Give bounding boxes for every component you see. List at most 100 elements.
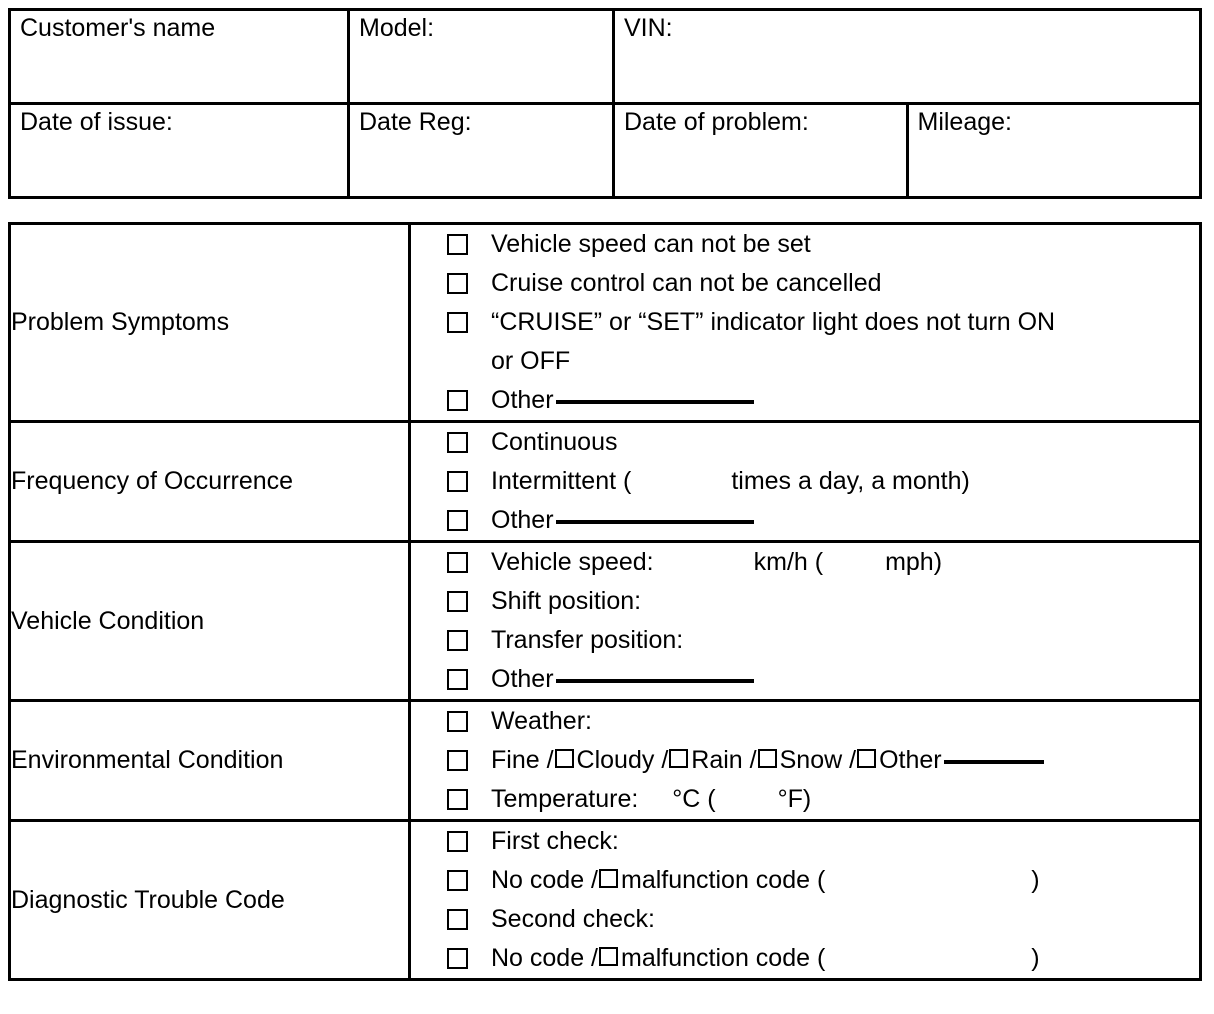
- checkbox-row-second-check-code[interactable]: No code / malfunction code (): [411, 939, 1199, 978]
- section-items-diagnostic-trouble-code: First check: No code / malfunction code (…: [408, 819, 1202, 981]
- malfunction-code-label: malfunction code (: [621, 944, 826, 972]
- checkbox-row-transfer-position[interactable]: Transfer position:: [411, 621, 1199, 660]
- weather-option-snow: Snow: [779, 746, 843, 774]
- date-of-problem-label: Date of problem:: [624, 108, 809, 136]
- vehicle-speed-mph-unit: mph): [885, 548, 943, 576]
- section-title-problem-symptoms: Problem Symptoms: [8, 222, 411, 423]
- checkbox-row-continuous[interactable]: Continuous: [411, 423, 1199, 462]
- checkbox-row-cruise-not-cancelled[interactable]: Cruise control can not be cancelled: [411, 264, 1199, 303]
- checkbox-icon[interactable]: [554, 749, 574, 768]
- section-problem-symptoms: Problem Symptoms Vehicle speed can not b…: [8, 222, 1202, 423]
- section-frequency-of-occurrence: Frequency of Occurrence Continuous Inter…: [8, 420, 1202, 543]
- checkbox-row-weather-options[interactable]: Fine /Cloudy /Rain /Snow /Other: [411, 741, 1199, 780]
- malfunction-code-close-paren: ): [1031, 866, 1040, 894]
- weather-option-cloudy: Cloudy: [576, 746, 655, 774]
- vehicle-speed-kmh-unit: km/h (: [753, 548, 824, 576]
- no-code-label: No code /: [491, 866, 599, 894]
- checkbox-icon[interactable]: [599, 947, 619, 966]
- mileage-label: Mileage:: [917, 108, 1013, 136]
- checkbox-icon[interactable]: [447, 831, 468, 852]
- checkbox-row-first-check-code[interactable]: No code / malfunction code (): [411, 861, 1199, 900]
- weather-separator-1: /: [546, 746, 554, 774]
- diagnostic-checklist-table: Problem Symptoms Vehicle speed can not b…: [8, 222, 1202, 981]
- checkbox-row-indicator-light[interactable]: “CRUISE” or “SET” indicator light does n…: [411, 303, 1199, 342]
- model-label: Model:: [359, 14, 435, 42]
- cell-date-of-issue[interactable]: Date of issue:: [8, 102, 350, 199]
- date-reg-label: Date Reg:: [359, 108, 472, 136]
- checkbox-row-weather[interactable]: Weather:: [411, 702, 1199, 741]
- checkbox-row-vehicle-speed[interactable]: Vehicle speed: km/h ( mph): [411, 543, 1199, 582]
- checkbox-icon[interactable]: [447, 390, 468, 411]
- checkbox-icon[interactable]: [599, 869, 619, 888]
- table-row: Customer's name Model: VIN:: [8, 8, 1202, 105]
- malfunction-code-label: malfunction code (: [621, 866, 826, 894]
- checkbox-icon[interactable]: [447, 591, 468, 612]
- checkbox-icon[interactable]: [447, 789, 468, 810]
- checkbox-icon[interactable]: [447, 312, 468, 333]
- intermittent-tail: times a day, a month): [731, 467, 970, 495]
- other-label: Other: [491, 506, 554, 534]
- other-label: Other: [491, 386, 554, 414]
- checkbox-icon[interactable]: [669, 749, 689, 768]
- section-environmental-condition: Environmental Condition Weather: Fine /C…: [8, 699, 1202, 822]
- checkbox-icon[interactable]: [447, 510, 468, 531]
- checkbox-row-shift-position[interactable]: Shift position:: [411, 582, 1199, 621]
- checkbox-icon[interactable]: [447, 909, 468, 930]
- temperature-fahrenheit-unit: °F): [777, 785, 812, 813]
- customers-name-label: Customer's name: [20, 14, 216, 42]
- section-title-diagnostic-trouble-code: Diagnostic Trouble Code: [8, 819, 411, 981]
- checkbox-icon[interactable]: [447, 273, 468, 294]
- section-diagnostic-trouble-code: Diagnostic Trouble Code First check: No …: [8, 819, 1202, 981]
- cell-customers-name[interactable]: Customer's name: [8, 8, 350, 105]
- other-write-in-field[interactable]: [555, 520, 754, 524]
- section-items-frequency: Continuous Intermittent (times a day, a …: [408, 420, 1202, 543]
- checkbox-row-first-check[interactable]: First check:: [411, 822, 1199, 861]
- table-row: Date of issue: Date Reg: Date of problem…: [8, 102, 1202, 199]
- weather-separator-2: /: [661, 746, 669, 774]
- cell-mileage[interactable]: Mileage:: [905, 102, 1202, 199]
- checkbox-icon[interactable]: [447, 471, 468, 492]
- temperature-label: Temperature:: [491, 785, 639, 813]
- weather-separator-3: /: [749, 746, 757, 774]
- checkbox-row-other[interactable]: Other: [411, 501, 1199, 540]
- section-title-vehicle-condition: Vehicle Condition: [8, 540, 411, 702]
- malfunction-code-close-paren: ): [1031, 944, 1040, 972]
- other-write-in-field[interactable]: [555, 679, 754, 683]
- checkbox-icon[interactable]: [447, 234, 468, 255]
- section-items-problem-symptoms: Vehicle speed can not be set Cruise cont…: [408, 222, 1202, 423]
- checkbox-icon[interactable]: [447, 750, 468, 771]
- checkbox-icon[interactable]: [757, 749, 777, 768]
- checkbox-icon[interactable]: [857, 749, 877, 768]
- checkbox-row-temperature[interactable]: Temperature: °C ( °F): [411, 780, 1199, 819]
- section-title-frequency: Frequency of Occurrence: [8, 420, 411, 543]
- weather-other-write-in-field[interactable]: [943, 760, 1044, 764]
- checkbox-row-second-check[interactable]: Second check:: [411, 900, 1199, 939]
- cell-date-of-problem[interactable]: Date of problem:: [612, 102, 909, 199]
- vehicle-speed-label: Vehicle speed:: [491, 548, 654, 576]
- checkbox-icon[interactable]: [447, 669, 468, 690]
- section-items-vehicle-condition: Vehicle speed: km/h ( mph) Shift position:…: [408, 540, 1202, 702]
- checkbox-row-intermittent[interactable]: Intermittent (times a day, a month): [411, 462, 1199, 501]
- checkbox-icon[interactable]: [447, 711, 468, 732]
- temperature-celsius-unit: °C (: [672, 785, 716, 813]
- checkbox-row-other[interactable]: Other: [411, 660, 1199, 699]
- section-title-environmental-condition: Environmental Condition: [8, 699, 411, 822]
- cell-vin[interactable]: VIN:: [612, 8, 1202, 105]
- checkbox-row-other[interactable]: Other: [411, 381, 1199, 420]
- section-vehicle-condition: Vehicle Condition Vehicle speed: km/h ( mp…: [8, 540, 1202, 702]
- checkbox-icon[interactable]: [447, 948, 468, 969]
- cell-date-reg[interactable]: Date Reg:: [347, 102, 615, 199]
- checkbox-icon[interactable]: [447, 552, 468, 573]
- other-write-in-field[interactable]: [555, 400, 754, 404]
- checkbox-icon[interactable]: [447, 630, 468, 651]
- no-code-label: No code /: [491, 944, 599, 972]
- customer-header-table: Customer's name Model: VIN: Date of issu…: [8, 8, 1202, 199]
- date-of-issue-label: Date of issue:: [20, 108, 173, 136]
- checkbox-row-vehicle-speed-not-set[interactable]: Vehicle speed can not be set: [411, 225, 1199, 264]
- checkbox-icon[interactable]: [447, 432, 468, 453]
- weather-option-rain: Rain: [691, 746, 743, 774]
- checkbox-icon[interactable]: [447, 870, 468, 891]
- cell-model[interactable]: Model:: [347, 8, 615, 105]
- indicator-light-wrap-text: or OFF: [491, 347, 571, 375]
